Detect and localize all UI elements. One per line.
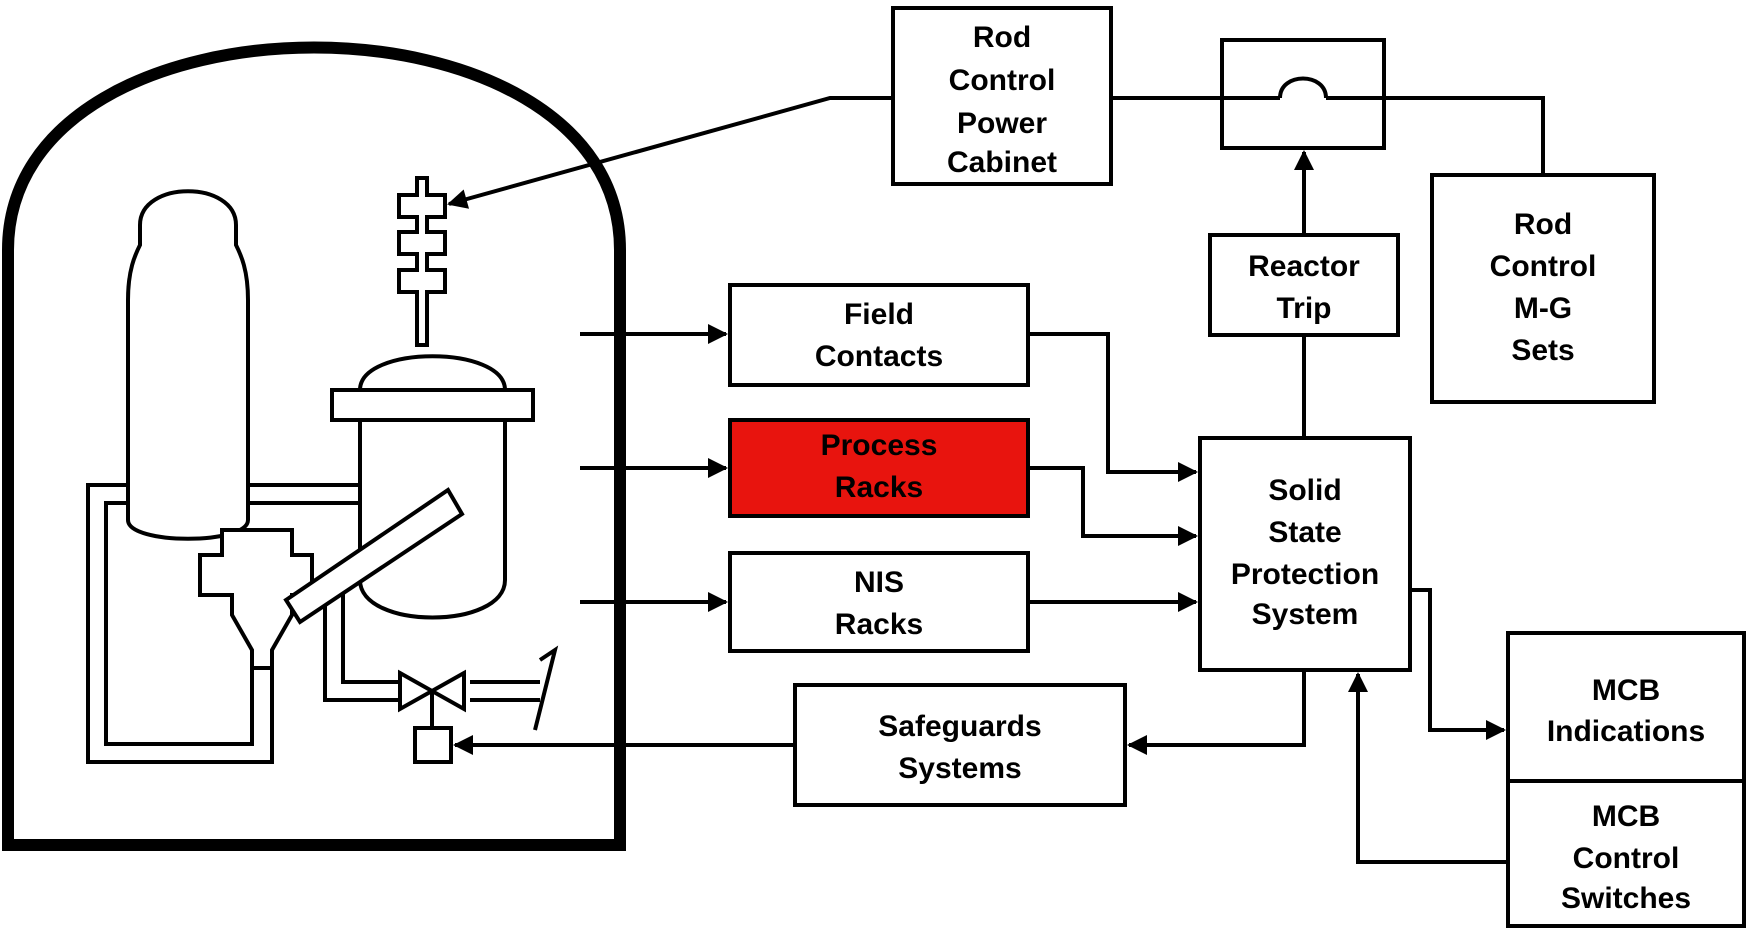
process-racks-box: Process Racks: [728, 418, 1030, 518]
reactor-coolant-pump: [198, 528, 314, 670]
steam-generator: [126, 189, 250, 541]
safeguards-systems-line-1: Safeguards: [878, 710, 1041, 743]
mcb-indications-line-2: Indications: [1547, 715, 1705, 748]
connectors: [447, 96, 1545, 864]
field-contacts-box: Field Contacts: [728, 283, 1030, 387]
mcb-switches-to-sssps: [1348, 672, 1508, 864]
process-racks-line-2: Racks: [835, 471, 923, 504]
field-contacts-line-2: Contacts: [815, 340, 943, 373]
solid-state-protection-system-box: Solid State Protection System: [1198, 436, 1412, 672]
mcb-control-switches-line-2: Control: [1573, 842, 1680, 875]
rod-control-mg-sets-box: Rod Control M-G Sets: [1430, 173, 1656, 404]
nis-racks-line-2: Racks: [835, 608, 923, 641]
sssps-line-1: Solid: [1268, 474, 1341, 507]
sssps-line-2: State: [1268, 516, 1341, 549]
reactor-trip-line-1: Reactor: [1248, 250, 1360, 283]
control-rod-drive-mechanism: [397, 176, 447, 347]
process-racks-to-sssps: [1028, 466, 1198, 546]
cabinet-to-crdm: [447, 96, 893, 209]
sssps-to-mcb-indications: [1410, 588, 1506, 740]
mcb-indications-line-1: MCB: [1592, 674, 1660, 707]
mcb-control-switches-box: MCB Control Switches: [1506, 779, 1746, 928]
sssps-line-4: System: [1252, 598, 1359, 631]
sssps-line-3: Protection: [1231, 558, 1379, 591]
rod-control-power-cabinet-line-4: Cabinet: [947, 146, 1057, 179]
isolation-valve: [398, 669, 466, 764]
rod-control-mg-sets-line-3: M-G: [1514, 292, 1572, 325]
reactor-trip-box: Reactor Trip: [1208, 233, 1400, 337]
containment-building: [2, 41, 626, 851]
mcb-indications-box: MCB Indications: [1506, 631, 1746, 783]
nis-racks-line-1: NIS: [854, 566, 904, 599]
reactor-trip-line-2: Trip: [1276, 292, 1331, 325]
reactor-trip-breaker: [1220, 38, 1386, 150]
rod-control-mg-sets-line-2: Control: [1490, 250, 1597, 283]
safeguards-systems-line-2: Systems: [898, 752, 1021, 785]
mcb-control-switches-line-3: Switches: [1561, 882, 1691, 915]
rod-control-mg-sets-line-1: Rod: [1514, 208, 1572, 241]
coolant-piping: [86, 483, 559, 764]
safeguards-systems-box: Safeguards Systems: [793, 683, 1127, 807]
mcb-control-switches-line-1: MCB: [1592, 800, 1660, 833]
reactor-vessel: [283, 354, 535, 625]
field-contacts-line-1: Field: [844, 298, 914, 331]
rod-control-mg-sets-line-4: Sets: [1511, 334, 1574, 367]
rod-control-power-cabinet-box: Rod Control Power Cabinet: [891, 6, 1113, 186]
process-racks-line-1: Process: [821, 429, 938, 462]
rod-control-power-cabinet-line-2: Control: [949, 64, 1056, 97]
sssps-to-safeguards: [1127, 670, 1306, 755]
nis-racks-box: NIS Racks: [728, 551, 1030, 653]
breaker-to-mg-sets: [1326, 96, 1545, 175]
rod-control-power-cabinet-line-1: Rod: [973, 21, 1031, 54]
rod-control-power-cabinet-line-3: Power: [957, 107, 1047, 140]
field-contacts-to-sssps: [1028, 332, 1198, 482]
